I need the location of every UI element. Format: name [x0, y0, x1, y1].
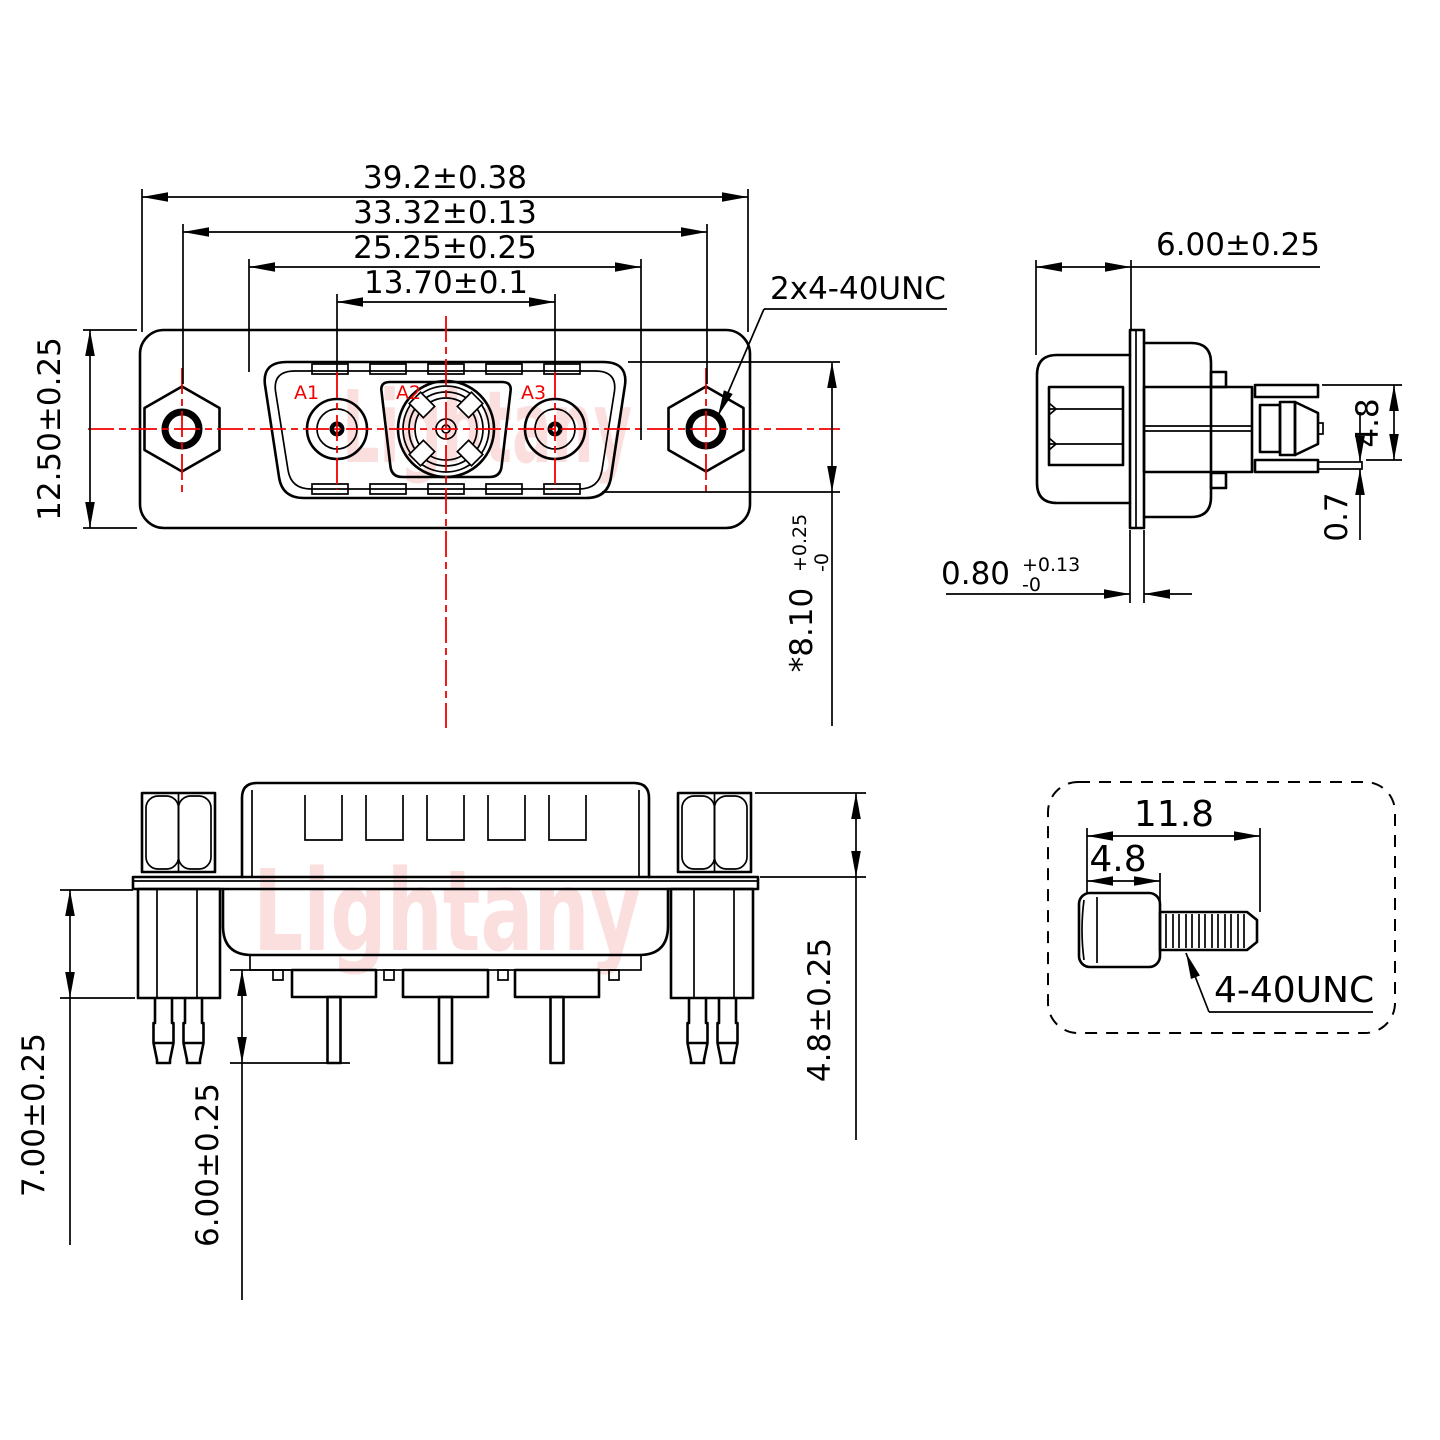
dim-screw-total-length: 11.8	[1134, 794, 1214, 835]
bottom-post-pins	[152, 996, 739, 1065]
dim-screw-head-length: 4.8	[1089, 839, 1146, 880]
dim-nut-height: 4.8±0.25	[802, 938, 838, 1082]
dim-shell-width: 25.25±0.25	[353, 230, 537, 266]
svg-text:+0.25: +0.25	[789, 514, 811, 572]
dim-pin-length: 6.00±0.25	[190, 1083, 226, 1247]
dim-flange-thickness: 0.80 +0.13 -0	[941, 554, 1080, 596]
watermark-bottom-view: Lightany	[253, 847, 641, 977]
side-bottom-tab	[1209, 471, 1228, 490]
side-contact-rails	[1253, 383, 1363, 474]
screw-dimensions: 11.8 4.8 4-40UNC	[1086, 794, 1374, 1013]
front-shell-inner	[274, 370, 616, 490]
side-hex-standoff	[1047, 385, 1125, 467]
front-view: A1 A2 A3 39.2±0.38 33.32±0.13 25.25±0.25…	[32, 160, 947, 728]
side-view: 6.00±0.25 4.8 0.7 0.80 +0.13 -0	[941, 227, 1402, 603]
front-shell-notches	[311, 363, 581, 495]
side-coax-pin	[1258, 400, 1324, 457]
screw-thread	[1158, 910, 1259, 952]
svg-text:0.80: 0.80	[941, 556, 1010, 592]
bottom-right-hex-nut	[676, 791, 753, 874]
dim-post-length: 7.00±0.25	[16, 1033, 52, 1197]
side-rear-hump	[1142, 341, 1213, 519]
bottom-dimensions: 4.8±0.25 7.00±0.25 6.00±0.25	[16, 792, 866, 1300]
side-housing	[1035, 353, 1132, 505]
dim-mount-hole-spacing: 33.32±0.13	[353, 195, 537, 231]
bottom-flange-plate	[131, 875, 760, 891]
bottom-view: 4.8±0.25 7.00±0.25 6.00±0.25	[16, 781, 866, 1300]
svg-text:+0.13: +0.13	[1022, 554, 1080, 576]
front-dimensions: 39.2±0.38 33.32±0.13 25.25±0.25 13.70±0.…	[32, 160, 947, 726]
dim-front-depth: 6.00±0.25	[1156, 227, 1320, 263]
bottom-left-hex-nut	[140, 791, 217, 874]
dim-contact-spacing: 13.70±0.1	[364, 265, 528, 301]
side-flange-plate	[1128, 328, 1146, 530]
dim-shell-opening: *8.10 +0.25 -0	[784, 514, 833, 673]
bottom-contact-blocks	[290, 968, 601, 1065]
front-shell-outer	[263, 360, 627, 500]
detail-boundary-box	[1047, 781, 1396, 1034]
dim-contact-height: 4.8	[1350, 398, 1386, 447]
screw-detail: 11.8 4.8 4-40UNC	[1047, 781, 1396, 1034]
bottom-housing	[240, 781, 651, 879]
bottom-left-screw-post	[136, 887, 222, 1000]
bottom-right-screw-post	[669, 887, 755, 1000]
dim-total-width: 39.2±0.38	[363, 160, 527, 196]
bottom-index-tabs	[272, 969, 620, 981]
front-centerlines	[88, 316, 840, 728]
svg-text:-0: -0	[811, 553, 833, 572]
side-dimensions: 6.00±0.25 4.8 0.7 0.80 +0.13 -0	[941, 227, 1402, 603]
screw-thread-label: 4-40UNC	[1214, 970, 1374, 1011]
svg-text:*8.10: *8.10	[784, 588, 820, 673]
side-insulator-body	[1142, 385, 1254, 474]
dim-flange-height: 12.50±0.25	[32, 337, 68, 521]
svg-text:-0: -0	[1022, 574, 1041, 596]
contact-a2-keying-slots	[408, 391, 484, 467]
contact-a3-label: A3	[521, 382, 546, 404]
screw-head	[1077, 891, 1162, 969]
side-top-tab	[1209, 370, 1228, 389]
callout-mount-thread: 2x4-40UNC	[770, 271, 946, 307]
contact-a1-label: A1	[294, 382, 319, 404]
contact-a2-label: A2	[396, 382, 421, 404]
dim-pin-thickness: 0.7	[1319, 492, 1355, 541]
